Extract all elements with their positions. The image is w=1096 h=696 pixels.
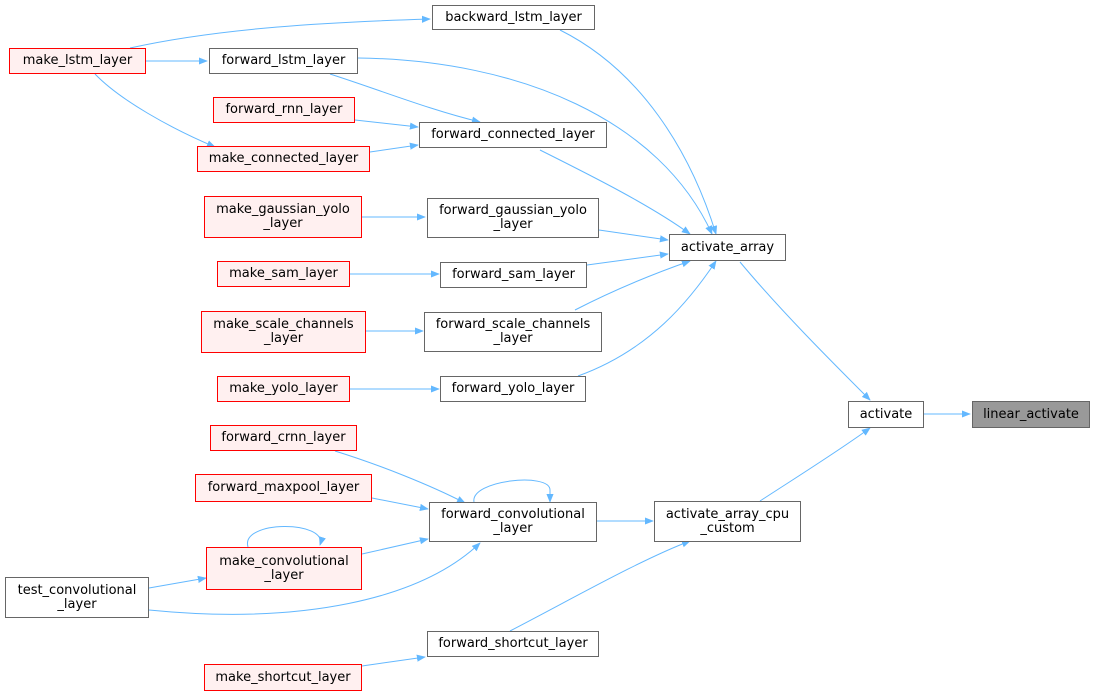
node-label: forward_convolutional _layer — [441, 507, 585, 536]
node-forward-sam-layer[interactable]: forward_sam_layer — [440, 262, 587, 288]
node-label: forward_connected_layer — [431, 127, 595, 142]
node-label: make_convolutional _layer — [219, 553, 349, 583]
edge-cpu-custom-to-activate — [759, 427, 871, 502]
edge-make-connected-to-forward-connected — [369, 142, 419, 153]
node-forward-shortcut-layer[interactable]: forward_shortcut_layer — [427, 631, 599, 657]
edge-forward-crnn-to-forward-conv — [334, 450, 466, 504]
node-make-sam-layer[interactable]: make_sam_layer — [217, 261, 350, 287]
node-forward-scale-channels-layer[interactable]: forward_scale_channels _layer — [424, 312, 602, 352]
node-label: make_shortcut_layer — [215, 669, 351, 685]
node-make-shortcut-layer[interactable]: make_shortcut_layer — [204, 664, 362, 691]
edge-test-conv-to-forward-conv — [148, 542, 481, 615]
node-label: forward_yolo_layer — [451, 381, 575, 396]
node-label: make_sam_layer — [229, 266, 338, 281]
node-test-convolutional-layer[interactable]: test_convolutional _layer — [5, 577, 149, 618]
node-label: forward_maxpool_layer — [207, 480, 360, 495]
node-forward-rnn-layer[interactable]: forward_rnn_layer — [213, 97, 355, 123]
node-label: forward_lstm_layer — [221, 53, 346, 68]
node-activate-array[interactable]: activate_array — [669, 234, 786, 261]
edge-make-lstm-to-make-connected — [94, 73, 216, 148]
edge-forward-maxpool-to-forward-conv — [371, 497, 429, 511]
node-label: forward_gaussian_yolo _layer — [439, 203, 587, 232]
node-activate-array-cpu-custom[interactable]: activate_array_cpu _custom — [654, 501, 801, 542]
edge-forward-connected-to-activate-array — [539, 149, 691, 235]
node-label: forward_crnn_layer — [221, 430, 346, 445]
node-label: forward_scale_channels _layer — [435, 317, 591, 346]
node-label: backward_lstm_layer — [445, 9, 582, 25]
edge-forward-scale-to-activate-array — [574, 260, 691, 311]
edge-make-lstm-to-backward-lstm — [129, 15, 431, 49]
node-activate[interactable]: activate — [848, 401, 924, 428]
node-label: test_convolutional _layer — [17, 582, 137, 612]
node-forward-yolo-layer[interactable]: forward_yolo_layer — [440, 376, 586, 402]
node-label: make_yolo_layer — [229, 381, 338, 396]
node-forward-lstm-layer[interactable]: forward_lstm_layer — [209, 48, 358, 74]
edge-forward-lstm-to-forward-connected — [329, 73, 481, 124]
edge-forward-conv-self-loop — [473, 479, 554, 503]
node-linear-activate: linear_activate — [972, 401, 1090, 428]
node-label: make_lstm_layer — [22, 53, 133, 68]
edge-activate-array-to-activate — [739, 261, 871, 401]
node-label: forward_sam_layer — [452, 267, 575, 282]
node-make-connected-layer[interactable]: make_connected_layer — [197, 146, 370, 172]
edge-forward-lstm-to-activate-array — [357, 57, 713, 235]
node-label: activate — [859, 406, 913, 422]
edge-forward-shortcut-to-cpu-custom — [509, 540, 691, 632]
node-label: forward_shortcut_layer — [438, 636, 588, 651]
node-forward-convolutional-layer[interactable]: forward_convolutional _layer — [429, 502, 597, 542]
node-make-yolo-layer[interactable]: make_yolo_layer — [217, 376, 350, 402]
node-label: linear_activate — [983, 406, 1079, 422]
node-forward-maxpool-layer[interactable]: forward_maxpool_layer — [195, 474, 372, 502]
edge-forward-gaussian-to-activate-array — [598, 229, 669, 243]
node-label: make_gaussian_yolo _layer — [216, 202, 350, 231]
edge-make-conv-self-loop — [247, 526, 326, 548]
node-label: activate_array — [680, 239, 775, 255]
node-forward-connected-layer[interactable]: forward_connected_layer — [419, 122, 607, 148]
node-make-convolutional-layer[interactable]: make_convolutional _layer — [206, 547, 362, 590]
node-label: make_connected_layer — [208, 151, 359, 166]
node-forward-crnn-layer[interactable]: forward_crnn_layer — [210, 425, 357, 451]
edge-test-conv-to-make-conv — [148, 575, 207, 589]
node-make-lstm-layer[interactable]: make_lstm_layer — [9, 48, 146, 74]
node-forward-gaussian-yolo-layer[interactable]: forward_gaussian_yolo _layer — [427, 198, 599, 238]
node-label: make_scale_channels _layer — [213, 317, 354, 346]
node-label: activate_array_cpu _custom — [665, 506, 790, 536]
node-make-gaussian-yolo-layer[interactable]: make_gaussian_yolo _layer — [204, 196, 362, 238]
edge-forward-sam-to-activate-array — [586, 251, 669, 266]
edge-make-shortcut-to-forward-shortcut — [361, 654, 426, 667]
node-label: forward_rnn_layer — [225, 102, 343, 117]
node-make-scale-channels-layer[interactable]: make_scale_channels _layer — [201, 311, 366, 353]
edge-forward-rnn-to-forward-connected — [354, 119, 419, 130]
edge-make-conv-to-forward-conv — [361, 537, 429, 555]
edge-forward-yolo-to-activate-array — [577, 260, 717, 377]
edge-backward-lstm-to-activate-array — [559, 29, 718, 235]
node-backward-lstm-layer[interactable]: backward_lstm_layer — [432, 5, 595, 30]
